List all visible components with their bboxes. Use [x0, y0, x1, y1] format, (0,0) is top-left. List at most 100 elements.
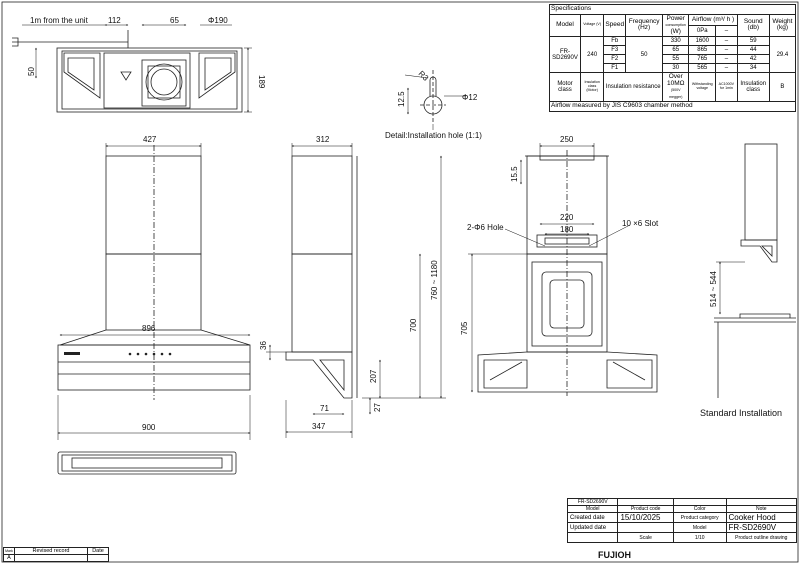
dim-36: 36 — [259, 341, 268, 350]
spec-insul-val: Over 10MΩ(500V megger) — [662, 72, 690, 102]
standard-installation-label: Standard Installation — [700, 408, 782, 418]
spec-cell: 59 — [736, 36, 770, 46]
spec-withstand-val: AC1000V for 1min — [715, 72, 738, 102]
tb-scale: Scale — [617, 532, 674, 543]
table-row: F3 65 865 – 44 — [550, 45, 796, 55]
rev-row-record — [14, 554, 88, 562]
tb-created: Created date — [566, 512, 619, 523]
front-view-dims — [57, 143, 251, 440]
tb-model-label: Model — [672, 522, 727, 533]
spec-cell: 1600 — [688, 36, 717, 46]
spec-motor: Motor class — [549, 72, 581, 102]
dim-427: 427 — [143, 135, 157, 144]
spec-h-voltage: Voltage (V) — [579, 13, 605, 37]
table-row: FR-SD2690V 240 Fb 50 330 1600 – 59 29.4 — [549, 36, 797, 73]
spec-withstand: Withstanding voltage — [688, 72, 717, 102]
dim-250: 250 — [560, 135, 574, 144]
spec-cell: 34 — [736, 63, 770, 73]
dim-15-5: 15.5 — [510, 166, 519, 182]
spec-cell: 55 — [662, 54, 690, 64]
control-panel — [64, 352, 172, 356]
tb-code-empty — [617, 498, 674, 506]
spec-h-airflow: Airflow (m³/ h ) — [688, 13, 738, 27]
specifications-table: Specifications Model Voltage (V) Speed F… — [549, 4, 797, 112]
dim-71: 71 — [320, 404, 329, 413]
spec-cell: 765 — [688, 54, 717, 64]
detail-title: Detail:Installation hole (1:1) — [385, 131, 482, 140]
tb-created-val: 15/10/2025 — [617, 512, 674, 523]
spec-cell: – — [715, 36, 738, 46]
dim-27: 27 — [373, 403, 382, 412]
spec-title: Specifications — [549, 4, 796, 15]
spec-cell: 330 — [662, 36, 690, 46]
front-view — [57, 145, 251, 475]
rev-record: Revised record — [14, 547, 88, 555]
tb-h-color: Color — [672, 505, 727, 513]
dim-347: 347 — [312, 422, 326, 431]
hole-label: 2-Φ6 Hole — [467, 223, 504, 232]
spec-insul-class-val: B — [768, 72, 797, 102]
spec-h-freq: Frequency (Hz) — [625, 13, 664, 37]
dim-207: 207 — [369, 369, 378, 383]
spec-cell: 865 — [688, 45, 717, 55]
spec-h-sound: Sound (db) — [736, 13, 770, 37]
spec-cell: F2 — [603, 54, 627, 64]
dim-514-544: 514 ~ 544 — [709, 271, 718, 307]
tb-category-val: Cooker Hood — [725, 512, 798, 523]
dim-phi12: Φ12 — [462, 93, 478, 102]
tb-h-note: Note — [725, 505, 798, 513]
spec-motor-val: Insulation class (Motor) — [579, 72, 605, 102]
spec-cell: 65 — [662, 45, 690, 55]
tb-updated: Updated date — [566, 522, 619, 533]
tb-color-empty — [672, 498, 727, 506]
standard-installation-view — [714, 143, 796, 398]
cable-length-label: 1m from the unit — [30, 16, 89, 25]
tb-h-code: Product code — [617, 505, 674, 513]
spec-freq: 50 — [625, 36, 664, 73]
rev-row-mark: A — [3, 554, 15, 562]
dim-896: 896 — [142, 324, 156, 333]
table-row: Motor class Insulation class (Motor) Ins… — [549, 72, 797, 102]
tb-note-empty — [725, 498, 798, 506]
spec-voltage: 240 — [579, 36, 605, 73]
top-view-dims — [22, 24, 252, 113]
slot-label: 10 ×6 Slot — [622, 219, 659, 228]
spec-cell: Fb — [603, 36, 627, 46]
dim-220: 220 — [560, 213, 574, 222]
tb-model-name: FR-SD2690V — [725, 522, 798, 533]
title-block: FR-SD2690V Model Product code Color Note… — [566, 498, 798, 543]
top-view — [12, 30, 243, 113]
dim-50: 50 — [27, 67, 36, 76]
tb-updated-val — [617, 522, 674, 533]
revision-block: Mark Revised record Date A — [3, 547, 109, 562]
dim-900: 900 — [142, 423, 156, 432]
rear-view — [477, 150, 658, 396]
dim-189: 189 — [257, 75, 266, 89]
side-view-dims — [266, 143, 446, 438]
dim-760-1180: 760 ~ 1180 — [430, 260, 439, 300]
dim-phi190: Φ190 — [208, 16, 228, 25]
spec-cell: – — [715, 63, 738, 73]
spec-cell: – — [715, 54, 738, 64]
spec-cell: 44 — [736, 45, 770, 55]
tb-scale-val: 1/10 — [672, 532, 727, 543]
installation-hole-detail — [420, 70, 446, 124]
rev-date: Date — [87, 547, 109, 555]
tb-drawing: Product outline drawing — [725, 532, 798, 543]
spec-insul-res: Insulation resistance — [603, 72, 664, 102]
dim-r3: R3 — [417, 69, 431, 83]
dim-65: 65 — [170, 16, 179, 25]
dim-12-5: 12.5 — [397, 91, 406, 107]
spec-h-dash: – — [715, 25, 738, 37]
spec-cell: 30 — [662, 63, 690, 73]
side-view — [285, 155, 358, 399]
spec-weight: 29.4 — [768, 36, 797, 73]
tb-h-model: Model — [566, 505, 619, 513]
spec-cell: 42 — [736, 54, 770, 64]
dim-700: 700 — [409, 318, 418, 332]
spec-insul-class: Insulation class — [736, 72, 770, 102]
rev-mark: Mark — [3, 547, 15, 555]
spec-cell: – — [715, 45, 738, 55]
